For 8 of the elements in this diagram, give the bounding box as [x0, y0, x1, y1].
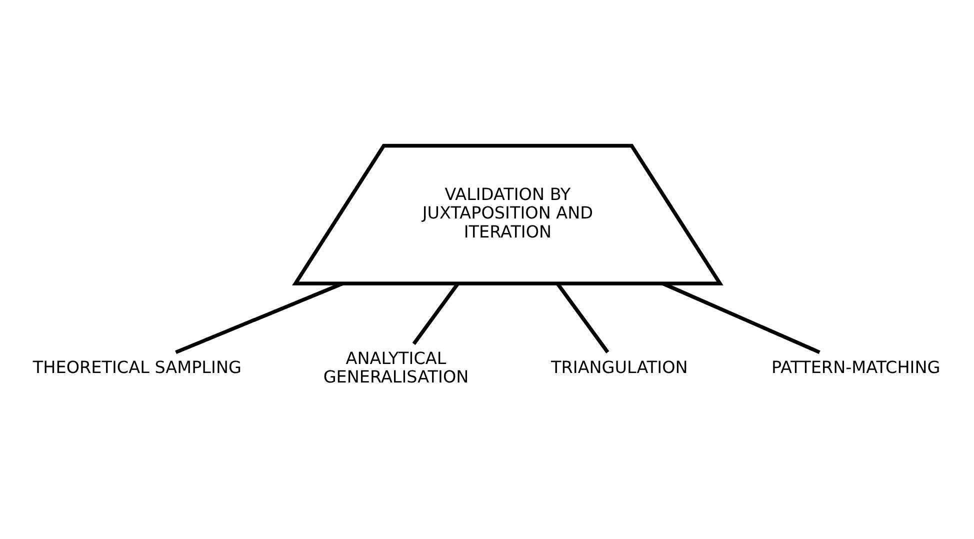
node-text: TRIANGULATION — [551, 356, 688, 377]
node-text: ANALYTICAL GENERALISATION — [323, 347, 469, 386]
node-text: THEORETICAL SAMPLING — [32, 356, 242, 377]
connector — [556, 282, 610, 353]
node-text: PATTERN-MATCHING — [771, 356, 940, 377]
connector — [175, 281, 344, 354]
connector — [662, 281, 820, 354]
connector — [412, 282, 460, 344]
